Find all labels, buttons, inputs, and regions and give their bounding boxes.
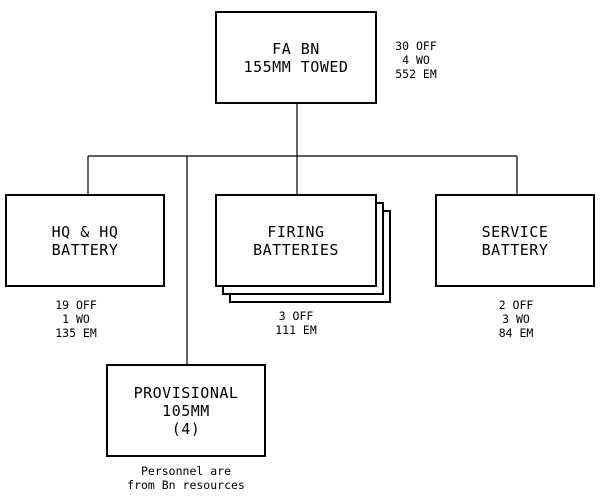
battalion-strength-wo: 4 WO [402,53,430,67]
hq-battery-title-line2: BATTERY [51,240,119,259]
battalion-title-line2: 155MM TOWED [243,57,349,76]
service-battery-strength: 2 OFF 3 WO 84 EM [480,298,552,340]
firing-batteries-title-line2: BATTERIES [253,240,339,259]
hq-battery-strength-wo: 1 WO [62,312,90,326]
provisional-note: Personnel are from Bn resources [96,464,276,492]
service-battery-title-line2: BATTERY [481,240,549,259]
battalion-strength-em: 552 EM [395,67,437,81]
provisional-note-line1: Personnel are [140,464,231,478]
hq-battery-strength: 19 OFF 1 WO 135 EM [40,298,112,340]
service-battery-box: SERVICE BATTERY [435,194,595,287]
firing-batteries-title-line1: FIRING [267,222,325,241]
service-battery-strength-em: 84 EM [498,326,534,340]
battalion-strength-off: 30 OFF [395,39,437,53]
service-battery-strength-wo: 3 WO [502,312,530,326]
hq-battery-box: HQ & HQ BATTERY [5,194,165,287]
hq-battery-title-line1: HQ & HQ [51,222,119,241]
firing-batteries-strength-em: 111 EM [275,323,317,337]
provisional-box: PROVISIONAL 105MM (4) [106,364,266,457]
service-battery-strength-off: 2 OFF [498,298,534,312]
firing-batteries-strength: 3 OFF 111 EM [256,309,336,337]
battalion-strength: 30 OFF 4 WO 552 EM [384,39,448,81]
provisional-title-line3: (4) [171,419,201,438]
hq-battery-strength-off: 19 OFF [55,298,97,312]
firing-batteries-strength-off: 3 OFF [278,309,314,323]
service-battery-title-line1: SERVICE [481,222,549,241]
battalion-title-line1: FA BN [272,39,320,58]
battalion-box: FA BN 155MM TOWED [215,11,377,104]
provisional-title-line2: 105MM [162,401,210,420]
provisional-note-line2: from Bn resources [127,478,245,492]
firing-batteries-box: FIRING BATTERIES [215,194,377,287]
provisional-title-line1: PROVISIONAL [133,383,239,402]
hq-battery-strength-em: 135 EM [55,326,97,340]
